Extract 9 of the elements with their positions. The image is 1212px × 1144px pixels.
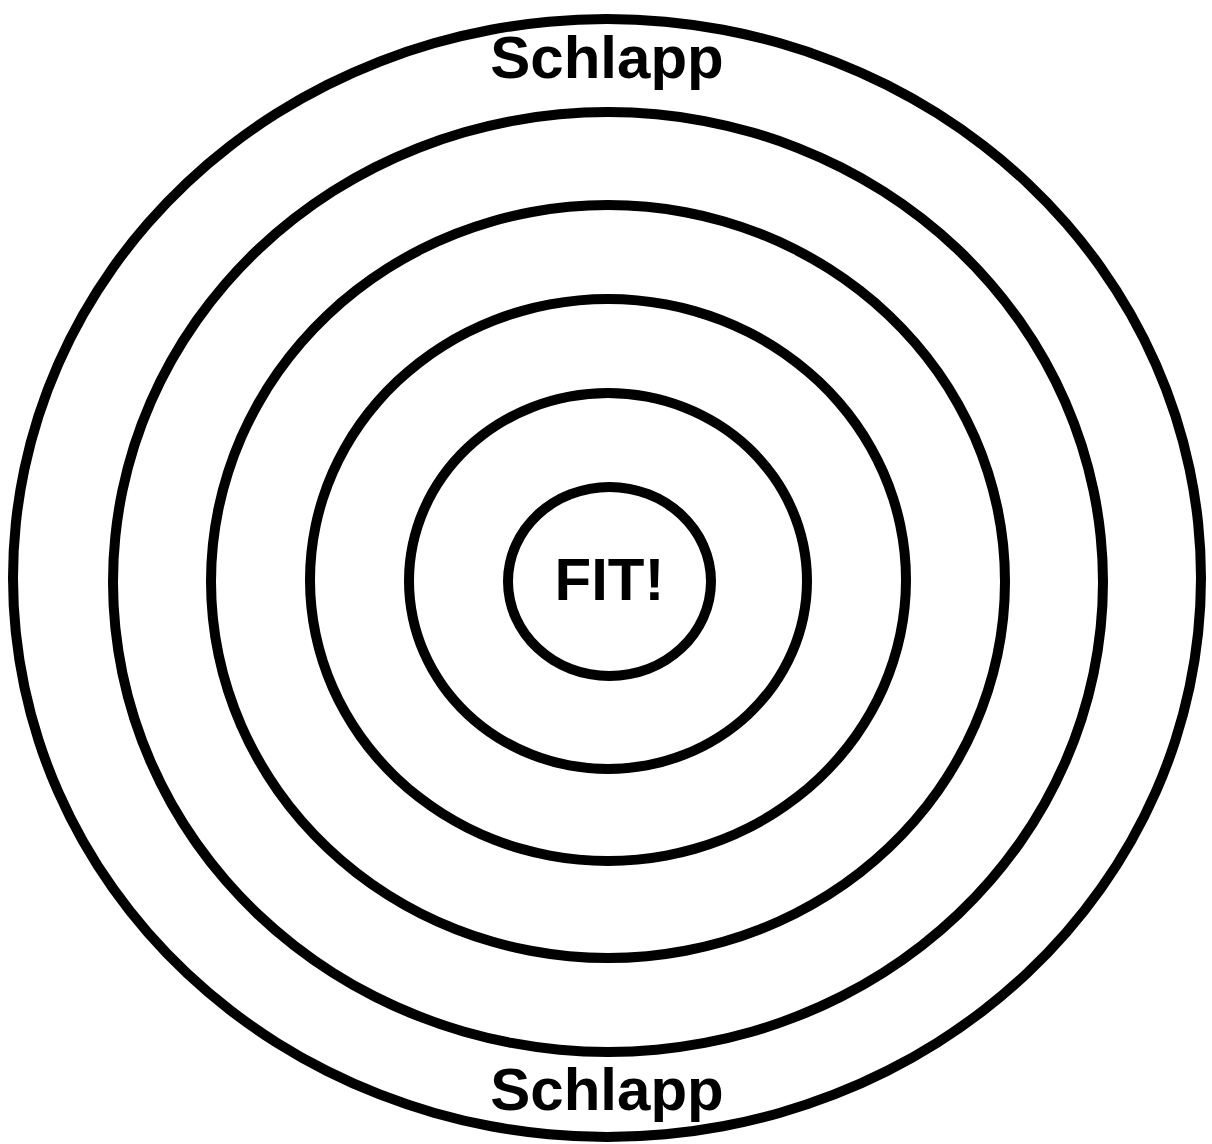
target-ring: [404, 388, 812, 774]
target-ring: [108, 107, 1108, 1057]
ring-label: Schlapp: [490, 28, 724, 88]
target-ring: [8, 14, 1206, 1142]
target-ring: [206, 200, 1010, 963]
center-label: FIT!: [554, 549, 665, 610]
target-ring: [305, 294, 911, 866]
target-ring: [503, 482, 716, 681]
ring-label: Schlapp: [490, 1060, 724, 1120]
